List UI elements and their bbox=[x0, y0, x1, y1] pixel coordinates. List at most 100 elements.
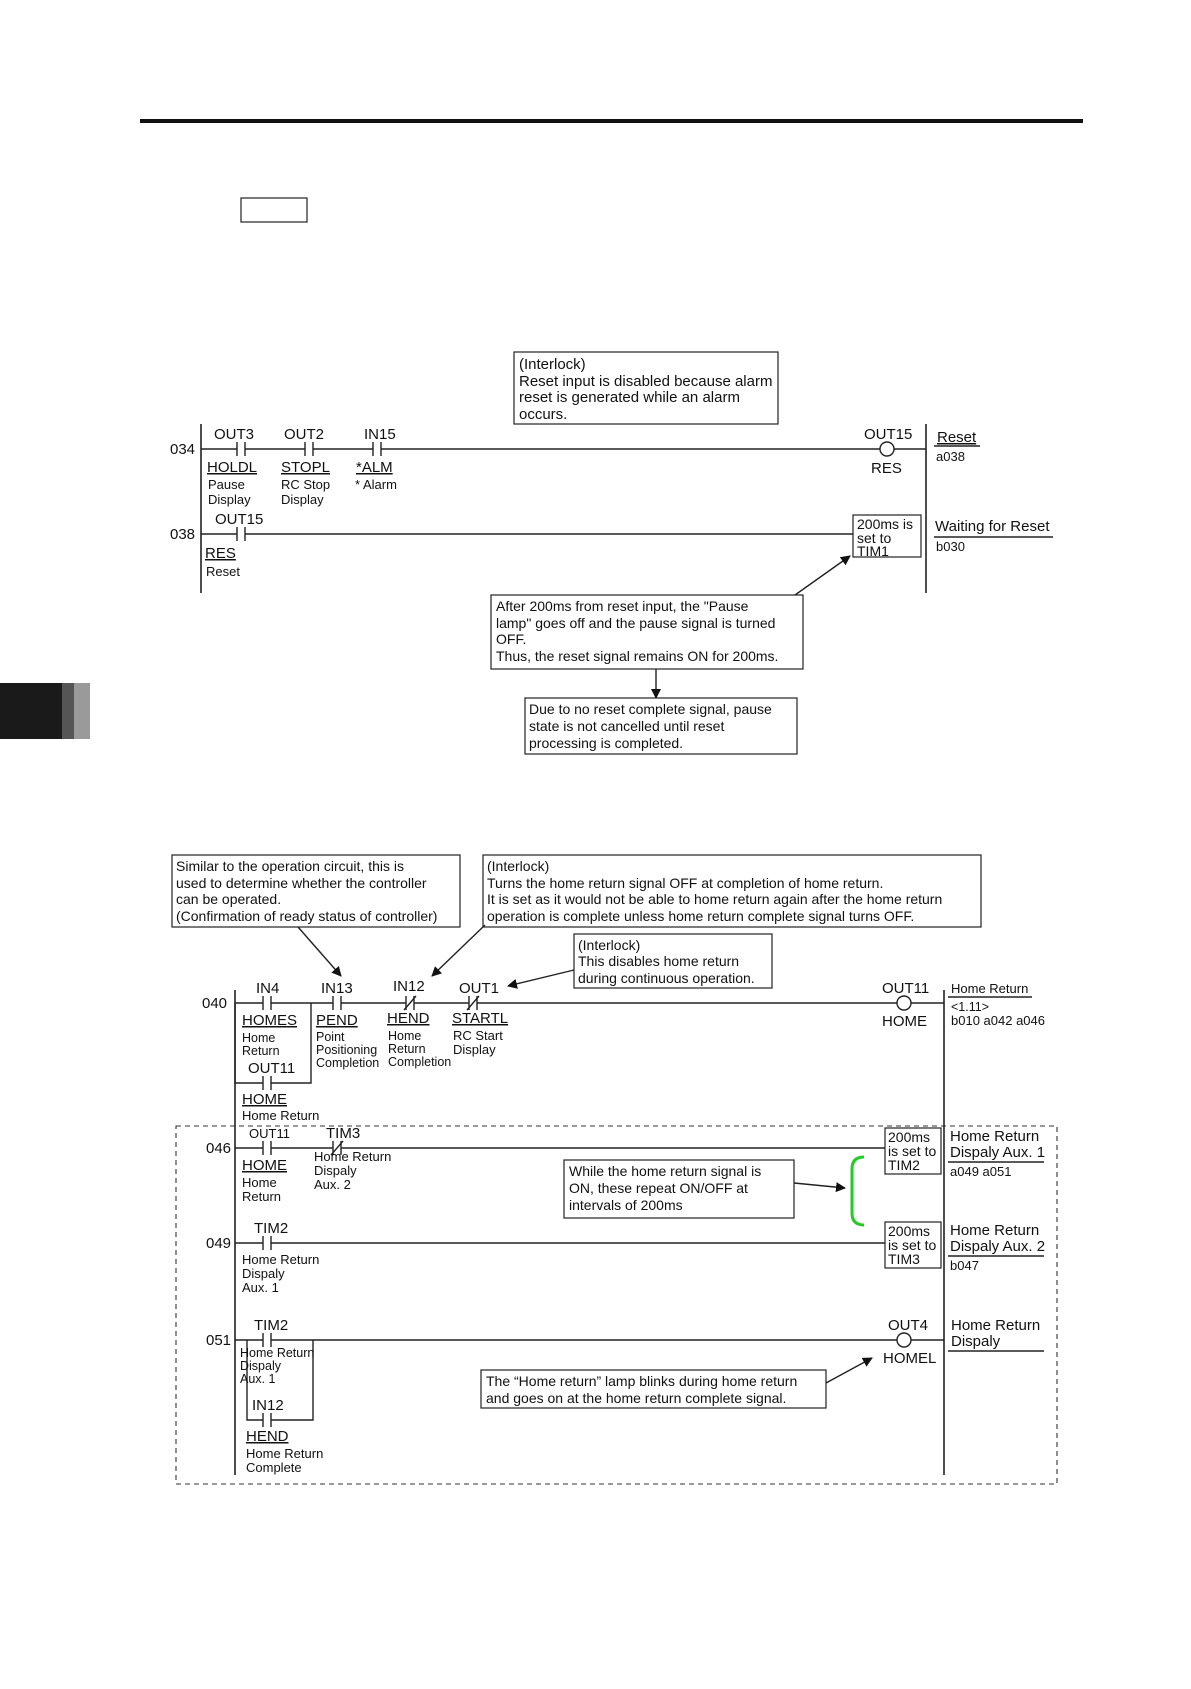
coil-symbol: HOMEL bbox=[883, 1350, 936, 1367]
contact-address: OUT3 bbox=[214, 426, 254, 443]
svg-text:can be operated.: can be operated. bbox=[176, 891, 281, 907]
svg-text:processing is completed.: processing is completed. bbox=[529, 735, 683, 751]
svg-text:intervals of 200ms: intervals of 200ms bbox=[569, 1197, 683, 1213]
cross-reference: b047 bbox=[950, 1258, 979, 1273]
rung-number: 046 bbox=[206, 1140, 231, 1157]
svg-text:is set to: is set to bbox=[888, 1143, 936, 1159]
output-title: Waiting for Reset bbox=[935, 518, 1050, 535]
svg-text:Home Return: Home Return bbox=[242, 1252, 319, 1267]
rung-038: 038 OUT15 RES Reset 200ms is set to TIM1… bbox=[170, 511, 1053, 579]
svg-text:Completion: Completion bbox=[316, 1056, 379, 1070]
coil-out15 bbox=[879, 441, 895, 457]
svg-text:Return: Return bbox=[242, 1044, 280, 1058]
svg-text:Reset: Reset bbox=[206, 564, 240, 579]
contact-symbol: HOLDL bbox=[207, 459, 257, 476]
rung-040: 040 IN4 HOMES Home Return IN13 PEND P bbox=[202, 978, 1045, 1123]
contact-address: IN4 bbox=[256, 980, 279, 997]
svg-text:After 200ms from reset input,: After 200ms from reset input, the "Pause bbox=[496, 598, 749, 614]
svg-text:and goes on at the home return: and goes on at the home return complete … bbox=[486, 1390, 786, 1406]
contact-symbol: HOME bbox=[242, 1157, 287, 1174]
svg-text:RC Stop: RC Stop bbox=[281, 477, 330, 492]
arrow-to-tim1 bbox=[794, 555, 851, 596]
blank-label-box bbox=[240, 197, 308, 223]
svg-text:TIM3: TIM3 bbox=[888, 1251, 920, 1267]
svg-text:Home Return: Home Return bbox=[240, 1346, 314, 1360]
svg-text:set to: set to bbox=[857, 530, 891, 546]
svg-text:Display: Display bbox=[208, 492, 251, 507]
svg-text:TIM1: TIM1 bbox=[857, 543, 889, 559]
arrow-to-bracket bbox=[793, 1182, 846, 1193]
svg-text:Thus, the reset signal remains: Thus, the reset signal remains ON for 20… bbox=[496, 648, 778, 664]
rung-046: 046 OUT11 HOME Home Return TIM3 Home Ret… bbox=[206, 1125, 1045, 1204]
svg-text:Dispaly: Dispaly bbox=[240, 1359, 282, 1373]
note-similar-operation: Similar to the operation circuit, this i… bbox=[171, 854, 461, 928]
coil-address: OUT4 bbox=[888, 1317, 928, 1334]
svg-text:Point: Point bbox=[316, 1030, 345, 1044]
svg-text:occurs.: occurs. bbox=[519, 406, 567, 423]
rung-034: 034 OUT3 HOLDL Pause Display OUT2 STOPL … bbox=[170, 426, 980, 507]
contact-symbol: HEND bbox=[387, 1010, 430, 1027]
chapter-tab-mid bbox=[62, 683, 74, 739]
dashed-blink-enclosure bbox=[175, 1125, 1058, 1485]
note-reset-complete: Due to no reset complete signal, pause s… bbox=[524, 697, 798, 755]
svg-text:Display: Display bbox=[453, 1042, 496, 1057]
svg-text:state is not cancelled until r: state is not cancelled until reset bbox=[529, 718, 724, 734]
rung-number: 051 bbox=[206, 1332, 231, 1349]
arrow-to-out1 bbox=[507, 969, 575, 989]
cross-reference: b010 a042 a046 bbox=[951, 1013, 1045, 1028]
svg-text:The “Home return” lamp blinks: The “Home return” lamp blinks during hom… bbox=[486, 1373, 797, 1389]
svg-text:Return: Return bbox=[242, 1189, 281, 1204]
svg-text:lamp" goes off and the pause s: lamp" goes off and the pause signal is t… bbox=[496, 615, 775, 631]
rung-number: 034 bbox=[170, 441, 195, 458]
svg-text:While the home return signal i: While the home return signal is bbox=[569, 1163, 761, 1179]
svg-text:Aux. 1: Aux. 1 bbox=[240, 1372, 275, 1386]
svg-text:is set to: is set to bbox=[888, 1237, 936, 1253]
branch-symbol: HOME bbox=[242, 1091, 287, 1108]
note-home-return-lamp: The “Home return” lamp blinks during hom… bbox=[480, 1357, 873, 1409]
svg-text:Reset input is disabled becaus: Reset input is disabled because alarm bbox=[519, 373, 772, 390]
rung-number: 038 bbox=[170, 526, 195, 543]
contact-address: OUT11 bbox=[249, 1126, 290, 1141]
svg-text:reset is generated while an al: reset is generated while an alarm bbox=[519, 389, 740, 406]
svg-text:Home Return: Home Return bbox=[314, 1149, 391, 1164]
output-title: Home Return bbox=[951, 981, 1028, 996]
svg-text:* Alarm: * Alarm bbox=[355, 477, 397, 492]
contact-address: TIM3 bbox=[326, 1125, 360, 1142]
svg-text:This disables home return: This disables home return bbox=[578, 953, 739, 969]
svg-text:Return: Return bbox=[388, 1042, 426, 1056]
branch-symbol: HEND bbox=[246, 1428, 289, 1445]
output-title: Home Return bbox=[951, 1317, 1040, 1334]
section-home-return-circuit: Similar to the operation circuit, this i… bbox=[171, 854, 1058, 1485]
coil-symbol: RES bbox=[871, 460, 902, 477]
svg-text:Display: Display bbox=[281, 492, 324, 507]
chapter-tab bbox=[0, 683, 90, 739]
svg-text:(Interlock): (Interlock) bbox=[578, 937, 640, 953]
svg-text:Dispaly Aux. 2: Dispaly Aux. 2 bbox=[950, 1238, 1045, 1255]
note-interlock-home: (Interlock) Turns the home return signal… bbox=[482, 854, 982, 928]
arrow-to-in13 bbox=[297, 926, 342, 977]
svg-text:200ms: 200ms bbox=[888, 1223, 930, 1239]
timer-pair-bracket bbox=[850, 1155, 865, 1227]
coil-address: OUT15 bbox=[864, 426, 912, 443]
svg-text:Aux. 2: Aux. 2 bbox=[314, 1177, 351, 1192]
svg-text:(Confirmation of ready status: (Confirmation of ready status of control… bbox=[176, 908, 437, 924]
svg-text:200ms: 200ms bbox=[888, 1129, 930, 1145]
svg-text:during continuous operation.: during continuous operation. bbox=[578, 970, 755, 986]
interlock-note-reset: (Interlock) Reset input is disabled beca… bbox=[513, 351, 779, 425]
chapter-tab-dark bbox=[0, 683, 62, 739]
cross-reference: a049 a051 bbox=[950, 1164, 1011, 1179]
note-reset-200ms: After 200ms from reset input, the "Pause… bbox=[490, 555, 851, 699]
svg-text:Home: Home bbox=[388, 1029, 421, 1043]
svg-text:Dispaly: Dispaly bbox=[314, 1163, 357, 1178]
rung-049: 049 TIM2 Home Return Dispaly Aux. 1 200m… bbox=[206, 1220, 1045, 1295]
output-title: Home Return bbox=[950, 1128, 1039, 1145]
svg-text:OFF.: OFF. bbox=[496, 631, 526, 647]
coil-out11 bbox=[896, 995, 912, 1011]
contact-symbol: *ALM bbox=[356, 459, 393, 476]
rung-051: 051 TIM2 Home Return Dispaly Aux. 1 IN12… bbox=[206, 1317, 1044, 1475]
svg-text:ON, these repeat ON/OFF at: ON, these repeat ON/OFF at bbox=[569, 1180, 748, 1196]
svg-text:Home Return: Home Return bbox=[246, 1446, 323, 1461]
contact-symbol: STOPL bbox=[281, 459, 330, 476]
svg-text:200ms is: 200ms is bbox=[857, 516, 913, 532]
